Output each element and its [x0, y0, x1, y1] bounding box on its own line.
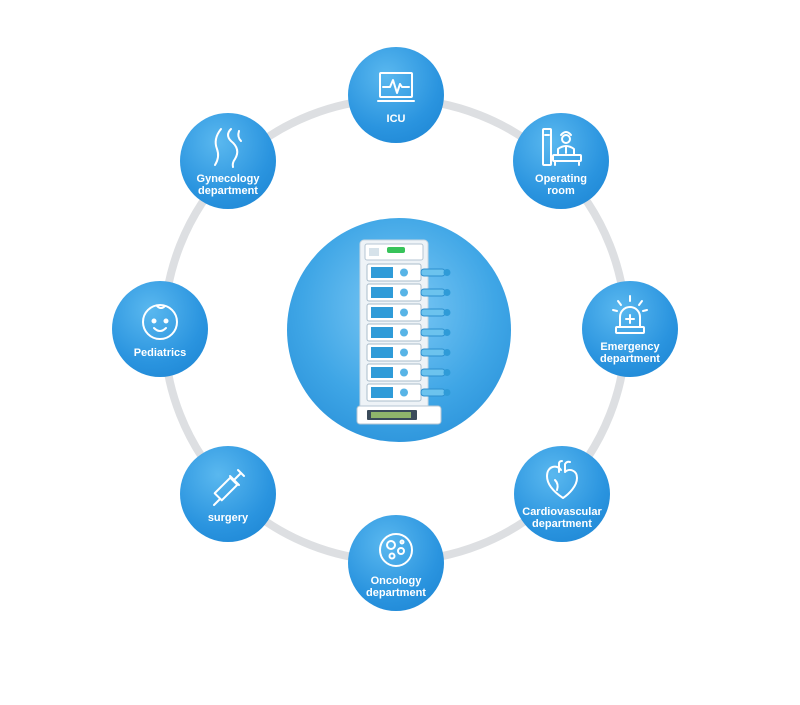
emergency-node[interactable]: Emergency department — [582, 281, 678, 377]
icu-node[interactable]: ICU — [348, 47, 444, 143]
pump-module — [366, 383, 451, 402]
pump-module — [366, 323, 451, 342]
siren-icon — [612, 295, 648, 334]
cardiovascular-node[interactable]: Cardiovascular department — [514, 446, 610, 542]
pump-module — [366, 363, 451, 382]
oncology-label: Oncology department — [366, 575, 426, 599]
surgery-label: surgery — [207, 512, 249, 524]
syringe-icon — [213, 469, 245, 506]
pump-module — [366, 263, 451, 282]
heart-monitor-icon — [377, 72, 415, 102]
surgeon-icon — [542, 128, 582, 166]
surgery-node[interactable]: surgery — [180, 446, 276, 542]
pump-module — [366, 283, 451, 302]
cardiovascular-label: Cardiovascular department — [522, 506, 602, 530]
infusion-workstation-image — [287, 218, 511, 442]
icu-label: ICU — [386, 113, 406, 125]
operating-room-label: Operating room — [535, 173, 587, 197]
pediatrics-label: Pediatrics — [133, 347, 187, 359]
oncology-node[interactable]: Oncology department — [348, 515, 444, 611]
pediatrics-node[interactable]: Pediatrics — [112, 281, 208, 377]
baby-face-icon — [142, 304, 178, 340]
emergency-label: Emergency department — [600, 341, 660, 365]
pump-module — [366, 303, 451, 322]
gynecology-node[interactable]: Gynecology department — [180, 113, 276, 209]
operating-room-node[interactable]: Operating room — [513, 113, 609, 209]
gynecology-label: Gynecology department — [196, 173, 260, 197]
cell-icon — [379, 533, 413, 567]
pregnancy-icon — [214, 128, 242, 168]
heart-organ-icon — [546, 460, 578, 499]
pump-module — [366, 343, 451, 362]
